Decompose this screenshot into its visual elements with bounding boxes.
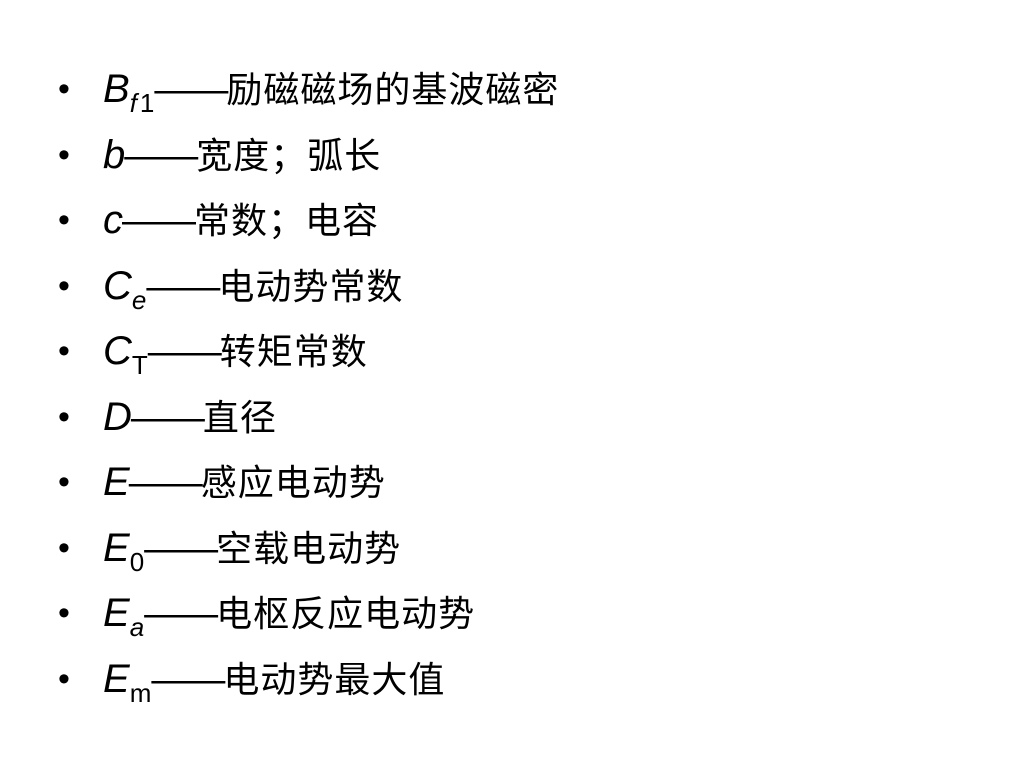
dash: —— bbox=[124, 134, 198, 177]
dash: —— bbox=[147, 331, 222, 373]
symbol: b bbox=[103, 132, 125, 177]
symbol-description: 励磁磁场的基波磁密 bbox=[226, 70, 560, 111]
symbol-item-ce: • Ce——电动势常数 bbox=[58, 257, 559, 323]
symbol-description: 电动势常数 bbox=[218, 266, 404, 308]
symbol-item-b: • b——宽度；弧长 bbox=[58, 126, 559, 192]
symbol-subscript: f bbox=[129, 88, 137, 118]
symbol-description: 电枢反应电动势 bbox=[216, 594, 476, 635]
symbol-item-em: • Em——电动势最大值 bbox=[58, 650, 559, 716]
symbol-item-d: • D——直径 bbox=[58, 388, 559, 454]
symbol-item-e0: • E0——空载电动势 bbox=[58, 519, 559, 585]
symbol-item-c: • c——常数；电容 bbox=[58, 191, 559, 257]
symbol-subscript: a bbox=[129, 612, 145, 642]
dash: —— bbox=[146, 265, 220, 308]
symbol-item-ct: • CT——转矩常数 bbox=[58, 322, 559, 388]
symbol-subscript-index: 1 bbox=[139, 88, 155, 118]
bullet-icon: • bbox=[58, 594, 70, 632]
symbol: B bbox=[103, 67, 130, 111]
dash: —— bbox=[144, 527, 218, 570]
symbol: E bbox=[103, 525, 130, 570]
bullet-icon: • bbox=[58, 135, 70, 174]
symbol: D bbox=[103, 394, 132, 439]
bullet-icon: • bbox=[58, 332, 70, 370]
bullet-icon: • bbox=[58, 397, 70, 436]
dash: —— bbox=[154, 69, 228, 111]
bullet-icon: • bbox=[58, 659, 70, 698]
symbol-description: 宽度；弧长 bbox=[196, 135, 382, 177]
bullet-icon: • bbox=[58, 266, 70, 305]
symbol: E bbox=[103, 656, 130, 701]
symbol-description: 电动势最大值 bbox=[223, 659, 446, 701]
dash: —— bbox=[128, 462, 203, 504]
symbol-item-e: • E——感应电动势 bbox=[58, 453, 559, 519]
symbol-item-ea: • Ea——电枢反应电动势 bbox=[58, 584, 559, 650]
symbol-subscript: 0 bbox=[129, 546, 145, 577]
symbol: c bbox=[103, 198, 123, 242]
bullet-icon: • bbox=[58, 201, 70, 239]
bullet-icon: • bbox=[58, 70, 70, 108]
symbol-description: 转矩常数 bbox=[219, 332, 368, 373]
dash: —— bbox=[144, 593, 218, 635]
symbol-subscript: m bbox=[129, 677, 152, 708]
bullet-icon: • bbox=[58, 463, 70, 501]
symbol: C bbox=[103, 263, 132, 308]
symbol-description: 直径 bbox=[202, 397, 277, 439]
symbol-description: 感应电动势 bbox=[200, 463, 386, 504]
symbol-description: 空载电动势 bbox=[216, 528, 402, 570]
symbol: C bbox=[103, 329, 132, 373]
symbol: E bbox=[103, 591, 130, 635]
symbol-subscript: e bbox=[131, 284, 147, 315]
bullet-icon: • bbox=[58, 528, 70, 567]
dash: —— bbox=[130, 396, 205, 439]
dash: —— bbox=[122, 200, 196, 242]
symbol-description: 常数；电容 bbox=[194, 201, 380, 242]
symbol-subscript: T bbox=[131, 350, 148, 380]
symbol: E bbox=[103, 460, 130, 504]
dash: —— bbox=[151, 658, 225, 701]
